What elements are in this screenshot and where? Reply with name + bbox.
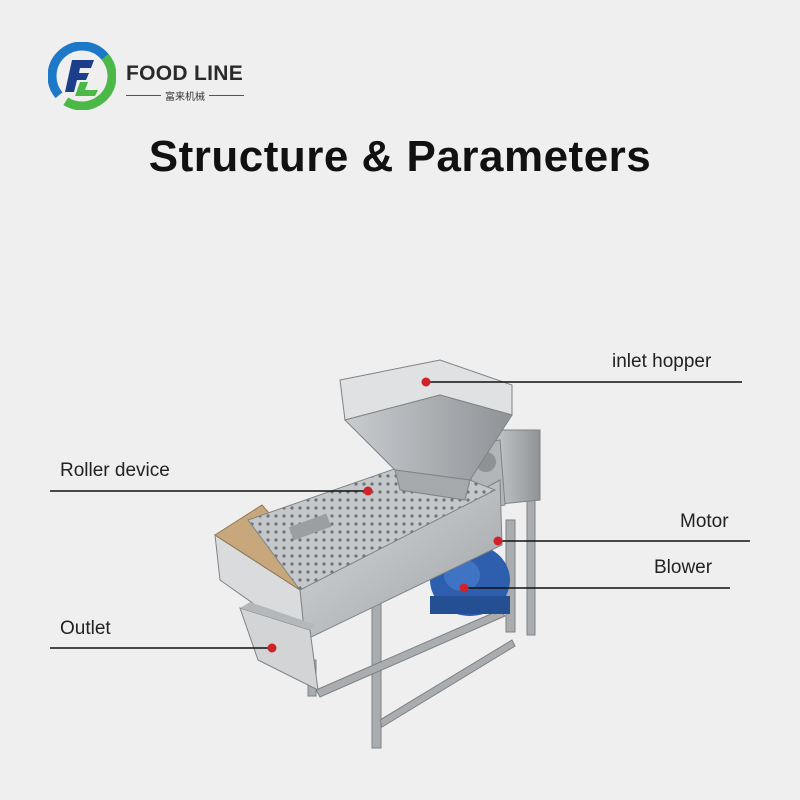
divider [126,95,161,96]
blower-marker [459,583,469,593]
outlet-marker [267,643,277,653]
divider [209,95,244,96]
outlet-chute [239,602,319,691]
leader-lines [50,381,750,649]
inlet-hopper-marker [421,377,431,387]
blower-label: Blower [654,557,713,578]
brand-subtitle-row: 富来机械 [126,88,244,103]
page-title: Structure & Parameters [148,132,652,181]
motor-marker [493,536,503,546]
brand: FOOD LINE 富来机械 [48,42,268,112]
machine-frame [307,494,536,749]
markers [267,377,503,653]
brand-name: FOOD LINE [126,62,244,85]
inlet-hopper-label: inlet hopper [612,351,712,372]
food-line-logo-icon [48,42,116,110]
roller-device-label: Roller device [60,460,170,481]
outlet-label: Outlet [60,618,111,639]
inlet-hopper [339,359,513,501]
brand-subtitle: 富来机械 [165,92,205,103]
motor-label: Motor [680,511,729,532]
roller-device-marker [363,486,373,496]
blower-unit [430,544,510,616]
